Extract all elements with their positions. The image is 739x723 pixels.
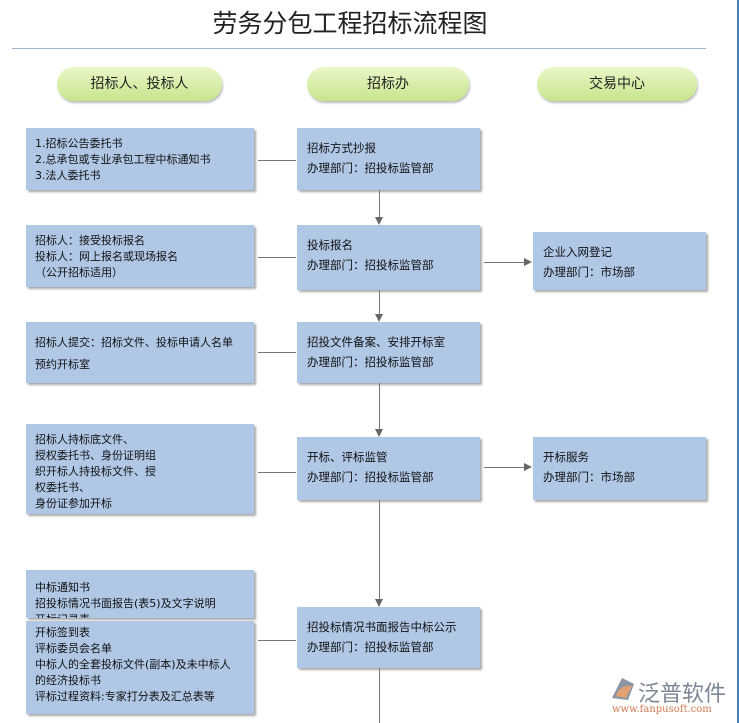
box-line: 开标记录表 (35, 612, 245, 618)
box-line: 开标服务 (543, 450, 589, 464)
logo-url: www.fanpusoft.com (612, 704, 712, 715)
box-line: 办理部门：招投标监管部 (307, 355, 434, 369)
box-line: 办理部门：招投标监管部 (307, 161, 434, 175)
box-line: 权委托书、 (35, 481, 90, 494)
box-line: 办理部门：招投标监管部 (307, 640, 434, 654)
lane-bid-office: 招标办 (307, 67, 469, 101)
box-line: 预约开标室 (35, 358, 90, 371)
page-title: 劳务分包工程招标流程图 (212, 9, 488, 38)
logo-text: 泛普软件 (638, 682, 727, 707)
border-line (737, 0, 739, 723)
divider (12, 48, 706, 49)
mid-box: 投标报名办理部门：招投标监管部 (297, 225, 480, 290)
right-box: 企业入网登记办理部门：市场部 (533, 232, 706, 290)
lane-bidders: 招标人、投标人 (57, 67, 222, 101)
box-line: 招标人：接受投标报名 (35, 234, 145, 247)
box-line: 招投标情况书面报告(表5)及文字说明 (35, 597, 216, 610)
box-line: 办理部门：招投标监管部 (307, 258, 434, 272)
box-line: （公开招标适用） (35, 266, 123, 279)
box-line: 招投文件备案、安排开标室 (307, 335, 445, 349)
box-line: 1.招标公告委托书 (35, 137, 123, 150)
box-line: 授权委托书、身份证明组 (35, 449, 156, 462)
mid-box: 招标方式抄报办理部门：招投标监管部 (297, 128, 480, 190)
connector-line (379, 500, 380, 599)
left-box: 1.招标公告委托书 2.总承包或专业承包工程中标通知书 3.法人委托书 (26, 128, 254, 190)
connector-line (258, 160, 296, 161)
arrow-down-icon (375, 217, 383, 225)
box-line: 的经济投标书 (35, 674, 101, 687)
box-line: 办理部门：市场部 (543, 265, 635, 279)
box-line: 中标人的全套投标文件(副本)及未中标人 (35, 658, 231, 671)
box-line: 中标通知书 (35, 581, 90, 594)
box-line: 企业入网登记 (543, 245, 612, 259)
logo-icon (612, 678, 634, 700)
box-line: 办理部门：市场部 (543, 470, 635, 484)
mid-box: 开标、评标监管办理部门：招投标监管部 (297, 437, 480, 500)
box-line: 招标人提交：招标文件、投标申请人名单 (35, 336, 233, 349)
connector-line (379, 383, 380, 429)
box-line: 织开标人持投标文件、授 (35, 465, 156, 478)
connector-line (258, 257, 296, 258)
connector-line (379, 190, 380, 217)
connector-line (484, 262, 524, 263)
left-box: 开标签到表评标委员会名单中标人的全套投标文件(副本)及未中标人的经济投标书评标过… (26, 621, 254, 714)
connector-line (258, 352, 296, 353)
arrow-down-icon (375, 429, 383, 437)
connector-line (258, 640, 296, 641)
left-box: 招标人提交：招标文件、投标申请人名单预约开标室 (26, 322, 254, 383)
box-line: 2.总承包或专业承包工程中标通知书 (35, 153, 211, 166)
box-line: 评标过程资料:专家打分表及汇总表等 (35, 690, 215, 703)
arrow-right-icon (524, 258, 532, 266)
box-line: 身份证参加开标 (35, 497, 112, 510)
connector-line (379, 290, 380, 314)
arrow-down-icon (375, 599, 383, 607)
mid-box: 招投文件备案、安排开标室办理部门：招投标监管部 (297, 322, 480, 383)
box-line: 投标人：网上报名或现场报名 (35, 250, 178, 263)
left-box: 招标人持标底文件、授权委托书、身份证明组织开标人持投标文件、授权委托书、身份证参… (26, 424, 254, 514)
box-line: 招投标情况书面报告中标公示 (307, 620, 457, 634)
lane-trade-center: 交易中心 (537, 67, 697, 101)
connector-line (379, 668, 380, 723)
connector-line (484, 467, 524, 468)
box-line: 投标报名 (307, 238, 353, 252)
right-box: 开标服务办理部门：市场部 (533, 437, 706, 500)
arrow-right-icon (524, 463, 532, 471)
mid-box: 招投标情况书面报告中标公示办理部门：招投标监管部 (297, 607, 480, 668)
logo: 泛普软件 www.fanpusoft.com (608, 676, 726, 715)
arrow-down-icon (375, 314, 383, 322)
box-line: 招标人持标底文件、 (35, 433, 134, 446)
box-line: 3.法人委托书 (35, 169, 101, 182)
left-box: 招标人：接受投标报名投标人：网上报名或现场报名 （公开招标适用） (26, 225, 254, 287)
box-line: 开标签到表 (35, 626, 90, 639)
box-line: 评标委员会名单 (35, 642, 112, 655)
connector-line (258, 472, 296, 473)
box-line: 招标方式抄报 (307, 141, 376, 155)
box-line: 开标、评标监管 (307, 450, 388, 464)
box-line: 办理部门：招投标监管部 (307, 470, 434, 484)
